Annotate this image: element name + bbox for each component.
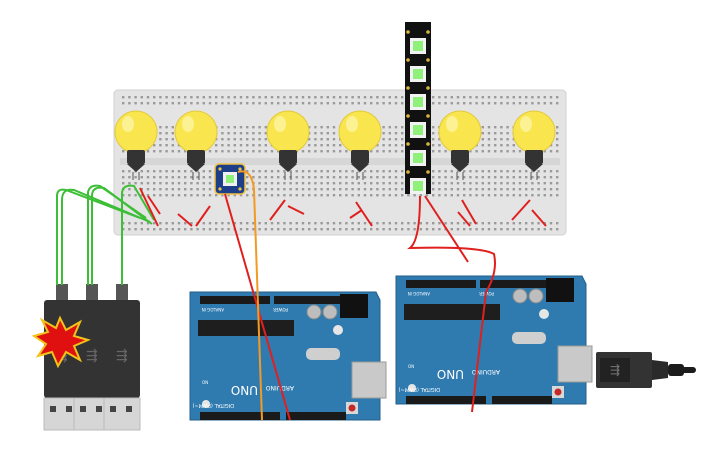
strip-led bbox=[406, 86, 430, 110]
bulb-1[interactable] bbox=[114, 110, 158, 180]
usb-symbol-icon: ⇶ bbox=[116, 348, 128, 364]
neopixel-strip[interactable] bbox=[405, 22, 431, 194]
neopixel-breakout[interactable] bbox=[214, 163, 246, 195]
strip-led bbox=[406, 30, 430, 54]
usb-plug-2: ⇶ bbox=[73, 284, 111, 431]
bulb-4[interactable] bbox=[338, 110, 382, 180]
usb-cable-right: ⇶ bbox=[596, 352, 696, 388]
on-label: ON bbox=[202, 380, 208, 385]
bulb-5[interactable] bbox=[438, 110, 482, 180]
uno-label: UNO bbox=[231, 383, 258, 397]
analog-label: ANALOG IN bbox=[408, 291, 430, 296]
strip-led bbox=[406, 114, 430, 138]
green-wires bbox=[56, 184, 155, 285]
arduino-label: ARDUINO bbox=[471, 368, 500, 375]
strip-led bbox=[406, 142, 430, 166]
digital-label: DIGITAL (PWM~) bbox=[398, 386, 440, 392]
strip-led bbox=[406, 170, 430, 194]
bulb-2[interactable] bbox=[174, 110, 218, 180]
bulb-3[interactable] bbox=[266, 110, 310, 180]
on-label: ON bbox=[408, 364, 414, 369]
strip-led bbox=[406, 58, 430, 82]
breadboard bbox=[113, 89, 567, 236]
breadboard-center-channel bbox=[120, 158, 560, 165]
usb-symbol-icon: ⇶ bbox=[86, 348, 98, 364]
arduino-boards: UNO ARDUINO DIGITAL (PWM~) ANALOG IN POWER ON… bbox=[189, 275, 593, 421]
power-label: POWER bbox=[273, 307, 288, 312]
orange-wire bbox=[237, 170, 263, 421]
bulb-6[interactable] bbox=[512, 110, 556, 180]
usb-plug-3: ⇶ bbox=[103, 284, 141, 431]
digital-label: DIGITAL (PWM~) bbox=[192, 402, 234, 408]
bulbs bbox=[114, 110, 556, 180]
uno-label: UNO bbox=[437, 367, 464, 381]
analog-label: ANALOG IN bbox=[202, 307, 224, 312]
neopixel-led bbox=[226, 175, 234, 183]
usb-symbol-icon: ⇶ bbox=[610, 363, 620, 377]
explosion-icon bbox=[31, 315, 91, 369]
